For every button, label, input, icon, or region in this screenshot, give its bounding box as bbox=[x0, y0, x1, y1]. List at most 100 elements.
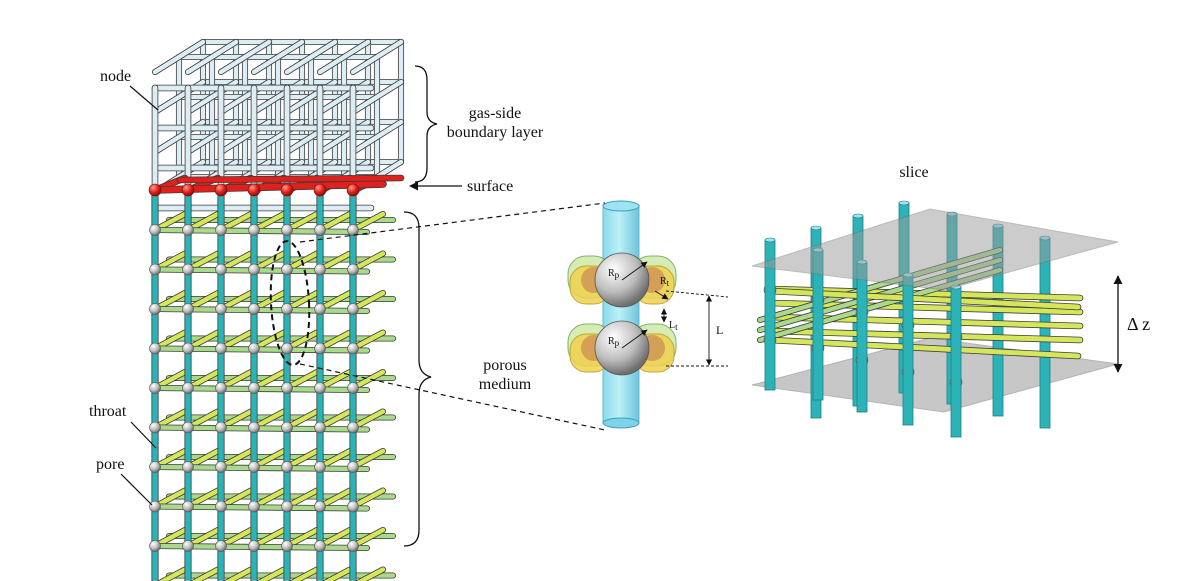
pore-sphere bbox=[248, 500, 260, 513]
pore-sphere bbox=[248, 303, 260, 315]
vertical-throat-tube bbox=[602, 204, 640, 424]
pore-sphere bbox=[314, 382, 326, 394]
pore-sphere bbox=[149, 421, 161, 434]
rt-label: Rt bbox=[660, 276, 670, 288]
pore-sphere bbox=[215, 224, 227, 236]
pore-sphere bbox=[149, 224, 161, 236]
pore-sphere bbox=[248, 421, 260, 434]
pore-sphere bbox=[215, 461, 227, 473]
pore-sphere bbox=[347, 342, 359, 355]
lower-rp-label: Rp bbox=[608, 336, 620, 348]
pore-sphere bbox=[149, 500, 161, 513]
pore-sphere bbox=[281, 421, 293, 434]
pore-sphere bbox=[248, 342, 260, 355]
bl-depth-rod bbox=[317, 39, 371, 75]
slice-back-vertical-cap bbox=[852, 213, 864, 219]
pore-sphere bbox=[314, 263, 326, 276]
pore-sphere bbox=[281, 224, 293, 236]
pore-sphere bbox=[281, 500, 293, 513]
pore-sphere bbox=[215, 421, 227, 434]
bl-depth-rod bbox=[185, 39, 239, 75]
pore-sphere bbox=[314, 224, 326, 236]
pore-sphere bbox=[149, 540, 161, 552]
pore-sphere bbox=[248, 382, 260, 394]
bl-depth-rod bbox=[350, 39, 404, 75]
pore-sphere bbox=[248, 263, 260, 276]
pore-sphere bbox=[149, 461, 161, 473]
slice-front-vertical bbox=[856, 261, 868, 413]
rt-arrow bbox=[654, 290, 669, 300]
pore-sphere bbox=[314, 303, 326, 315]
pore-sphere bbox=[347, 461, 359, 473]
pore-sphere bbox=[215, 382, 227, 394]
pm-depth-throat bbox=[257, 567, 287, 581]
surface-layer bbox=[148, 174, 405, 197]
slice-top-plane bbox=[751, 208, 1119, 291]
slice-front-vertical bbox=[950, 286, 962, 438]
selection-ellipse bbox=[269, 240, 311, 366]
tube-bottom-cap bbox=[602, 417, 640, 429]
pore-sphere bbox=[149, 303, 161, 315]
throat-leader bbox=[130, 421, 157, 449]
porous-label-1: porous bbox=[483, 357, 527, 374]
pore-sphere bbox=[182, 342, 194, 355]
pore-sphere bbox=[182, 461, 194, 473]
bl-depth-rod bbox=[350, 79, 404, 115]
pore-sphere bbox=[314, 461, 326, 473]
pore-sphere bbox=[215, 263, 227, 276]
pore-sphere bbox=[182, 263, 194, 276]
pm-depth-throat bbox=[323, 567, 353, 581]
pore-throat-detail: Rp Rp Rt Lt L bbox=[567, 200, 729, 429]
upper-rp-arrow bbox=[621, 261, 648, 281]
boundary-layer-front bbox=[151, 38, 405, 212]
lt-label: Lt bbox=[669, 320, 678, 332]
pore-leader bbox=[120, 473, 153, 506]
surface-rod-back bbox=[177, 175, 404, 183]
pore-sphere bbox=[248, 540, 260, 552]
slice-back-vertical-cap bbox=[810, 225, 822, 231]
pore-sphere bbox=[182, 224, 194, 236]
pore-sphere bbox=[215, 540, 227, 552]
slice-back-vertical-cap bbox=[898, 200, 910, 206]
pore-sphere bbox=[182, 540, 194, 552]
pore-sphere bbox=[347, 382, 359, 394]
slice-front-vertical-cap bbox=[764, 237, 776, 243]
surface-node bbox=[214, 183, 228, 197]
gas-side-label-1: gas-side bbox=[469, 105, 521, 122]
pm-depth-throat bbox=[290, 567, 320, 581]
pore-sphere bbox=[347, 263, 359, 276]
pore-sphere bbox=[281, 382, 293, 394]
surface-node bbox=[280, 183, 294, 197]
slice-label: slice bbox=[899, 164, 928, 181]
bl-depth-rod bbox=[284, 39, 338, 75]
pore-label: pore bbox=[96, 456, 124, 473]
tube-top-cap bbox=[602, 200, 640, 212]
surface-node bbox=[313, 183, 327, 197]
pore-sphere bbox=[149, 263, 161, 276]
pore-sphere bbox=[149, 382, 161, 394]
l-label: L bbox=[716, 323, 723, 337]
bl-depth-rod bbox=[251, 39, 305, 75]
pore-sphere bbox=[347, 540, 359, 552]
pm-depth-throat bbox=[356, 567, 386, 581]
surface-node bbox=[247, 183, 261, 197]
pm-depth-throat bbox=[158, 567, 188, 581]
pore-sphere bbox=[314, 500, 326, 513]
pore-sphere bbox=[347, 224, 359, 236]
pore-sphere bbox=[347, 500, 359, 513]
gas-side-label-2: boundary layer bbox=[447, 124, 544, 141]
bl-depth-rod bbox=[218, 39, 272, 75]
throat-label: throat bbox=[89, 403, 127, 420]
pore-sphere bbox=[281, 263, 293, 276]
surface-node bbox=[346, 183, 360, 197]
upper-rp-label: Rp bbox=[608, 268, 620, 280]
surface-node bbox=[148, 183, 162, 197]
gas-side-brace bbox=[414, 65, 438, 183]
pore-sphere bbox=[248, 224, 260, 236]
pore-sphere bbox=[182, 303, 194, 315]
porous-medium-front bbox=[149, 186, 371, 581]
upper-pore bbox=[567, 252, 677, 308]
pore-sphere bbox=[182, 382, 194, 394]
pore-sphere bbox=[314, 342, 326, 355]
